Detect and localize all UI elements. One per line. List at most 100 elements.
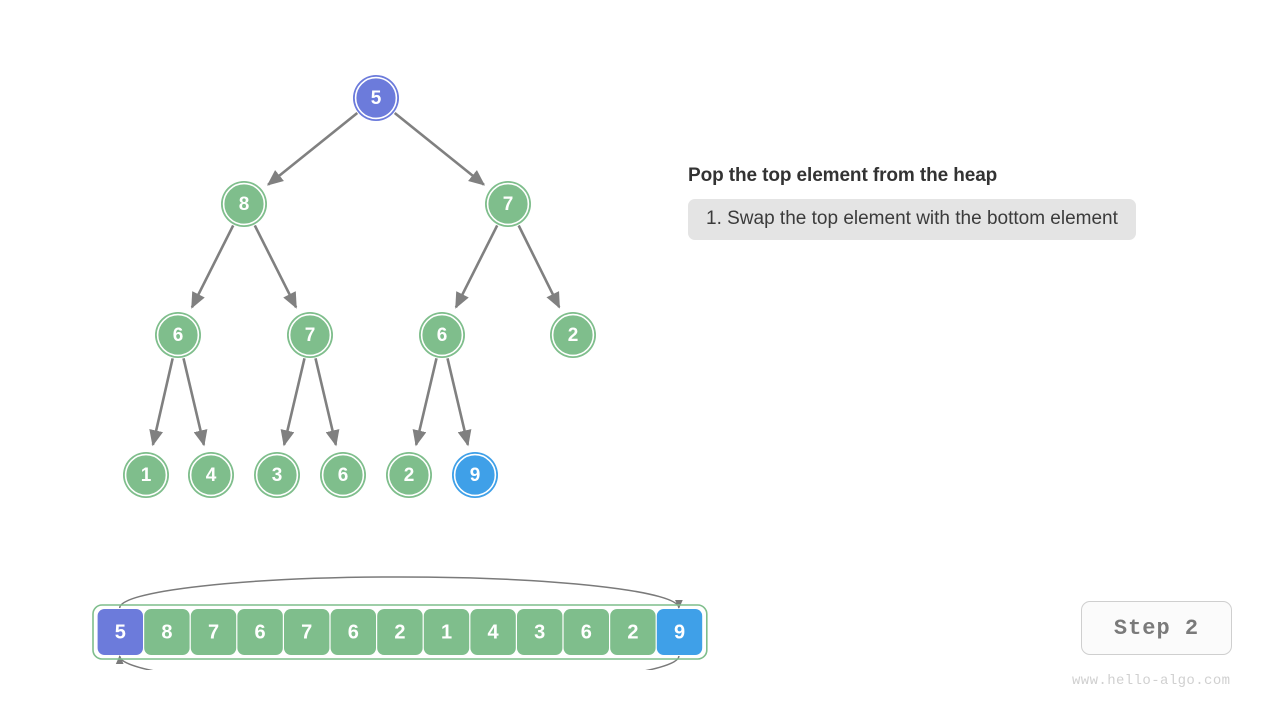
tree-node-circle <box>188 452 234 498</box>
array-cell-box <box>377 609 423 655</box>
array-cell-label: 5 <box>115 622 126 644</box>
array-cell: 6 <box>330 609 376 655</box>
array-cell-label: 2 <box>394 622 405 644</box>
swap-arc-top <box>118 576 683 609</box>
tree-node-inner-ring <box>453 453 497 497</box>
tree-edge <box>446 358 472 447</box>
array-cell: 5 <box>97 609 143 655</box>
array-cell: 3 <box>517 609 563 655</box>
tree-node-inner-ring <box>387 453 431 497</box>
array-cell-box <box>190 609 237 655</box>
tree-node-label: 6 <box>437 325 448 346</box>
array-cell: 7 <box>284 609 330 655</box>
swap-arc-group <box>115 576 683 670</box>
step-description-box: 1. Swap the top element with the bottom … <box>688 199 1136 240</box>
array-cell-box <box>330 609 376 655</box>
tree-edge <box>517 224 561 309</box>
tree-node: 2 <box>550 312 596 358</box>
tree-node: 6 <box>155 312 201 358</box>
array-cell: 8 <box>144 609 190 655</box>
tree-edge <box>190 224 235 309</box>
step-badge-label: Step 2 <box>1113 615 1200 641</box>
tree-edge <box>149 358 174 447</box>
tree-node-circle <box>287 312 333 358</box>
tree-node-inner-ring <box>124 453 168 497</box>
array-cell-label: 2 <box>627 622 638 644</box>
tree-edge <box>182 358 208 447</box>
array-cell-box <box>610 609 656 655</box>
array-cell-label: 6 <box>581 622 592 644</box>
tree-node-label: 8 <box>239 194 250 215</box>
tree-node-label: 6 <box>338 465 349 486</box>
tree-edge <box>266 112 359 186</box>
tree-node-circle <box>353 75 399 121</box>
tree-node-inner-ring <box>551 313 595 357</box>
array-cell-label: 9 <box>674 622 685 644</box>
array-cell-label: 7 <box>301 622 312 644</box>
tree-node-circle <box>320 452 366 498</box>
array-cell: 2 <box>377 609 423 655</box>
tree-node-label: 4 <box>206 465 217 486</box>
tree-node: 1 <box>123 452 169 498</box>
tree-node-label: 7 <box>503 194 514 215</box>
array-cell-box <box>470 609 516 655</box>
array-cell-box <box>284 609 330 655</box>
tree-node: 6 <box>419 312 465 358</box>
tree-node: 7 <box>485 181 531 227</box>
tree-edge <box>253 224 298 309</box>
tree-node-inner-ring <box>189 453 233 497</box>
tree-edge <box>454 224 499 309</box>
array-cell-label: 6 <box>255 622 266 644</box>
tree-edge <box>412 358 438 447</box>
array-cell-box <box>144 609 190 655</box>
tree-node: 6 <box>320 452 366 498</box>
tree-edge <box>314 358 340 447</box>
tree-node-inner-ring <box>486 182 530 226</box>
array-cell-box <box>237 609 283 655</box>
tree-node-label: 2 <box>568 325 579 346</box>
array-cell: 1 <box>423 609 470 655</box>
tree-node-circle <box>254 452 300 498</box>
array-cell-box <box>517 609 563 655</box>
tree-node-circle <box>452 452 498 498</box>
tree-node-circle <box>485 181 531 227</box>
array-cell-box <box>563 609 609 655</box>
tree-node-circle <box>550 312 596 358</box>
array-cell: 7 <box>190 609 237 655</box>
tree-node: 4 <box>188 452 234 498</box>
tree-node-circle <box>221 181 267 227</box>
array-cell-label: 7 <box>208 622 219 644</box>
tree-node-inner-ring <box>420 313 464 357</box>
tree-node-label: 9 <box>470 465 481 486</box>
tree-node-inner-ring <box>222 182 266 226</box>
swap-arc-bottom <box>115 655 680 670</box>
tree-node-label: 3 <box>272 465 283 486</box>
array-cell-label: 3 <box>534 622 545 644</box>
array-cell-box <box>423 609 470 655</box>
tree-node: 9 <box>452 452 498 498</box>
tree-node-circle <box>386 452 432 498</box>
tree-node-inner-ring <box>255 453 299 497</box>
array-cell: 2 <box>610 609 656 655</box>
tree-node-inner-ring <box>156 313 200 357</box>
page-title: Pop the top element from the heap <box>688 165 998 186</box>
array-cell-label: 4 <box>488 622 500 644</box>
tree-node-inner-ring <box>288 313 332 357</box>
array-cell: 6 <box>237 609 283 655</box>
tree-edge <box>280 358 306 447</box>
array-cell: 9 <box>656 609 703 655</box>
tree-node-circle <box>419 312 465 358</box>
tree-edge-group <box>149 112 561 447</box>
tree-node-label: 1 <box>141 465 152 486</box>
tree-node-inner-ring <box>321 453 365 497</box>
tree-node-inner-ring <box>354 76 398 120</box>
tree-node-label: 7 <box>305 325 316 346</box>
array-cell-label: 8 <box>161 622 172 644</box>
step-description: 1. Swap the top element with the bottom … <box>706 208 1118 229</box>
tree-node-label: 6 <box>173 325 184 346</box>
tree-node: 8 <box>221 181 267 227</box>
tree-node-circle <box>123 452 169 498</box>
